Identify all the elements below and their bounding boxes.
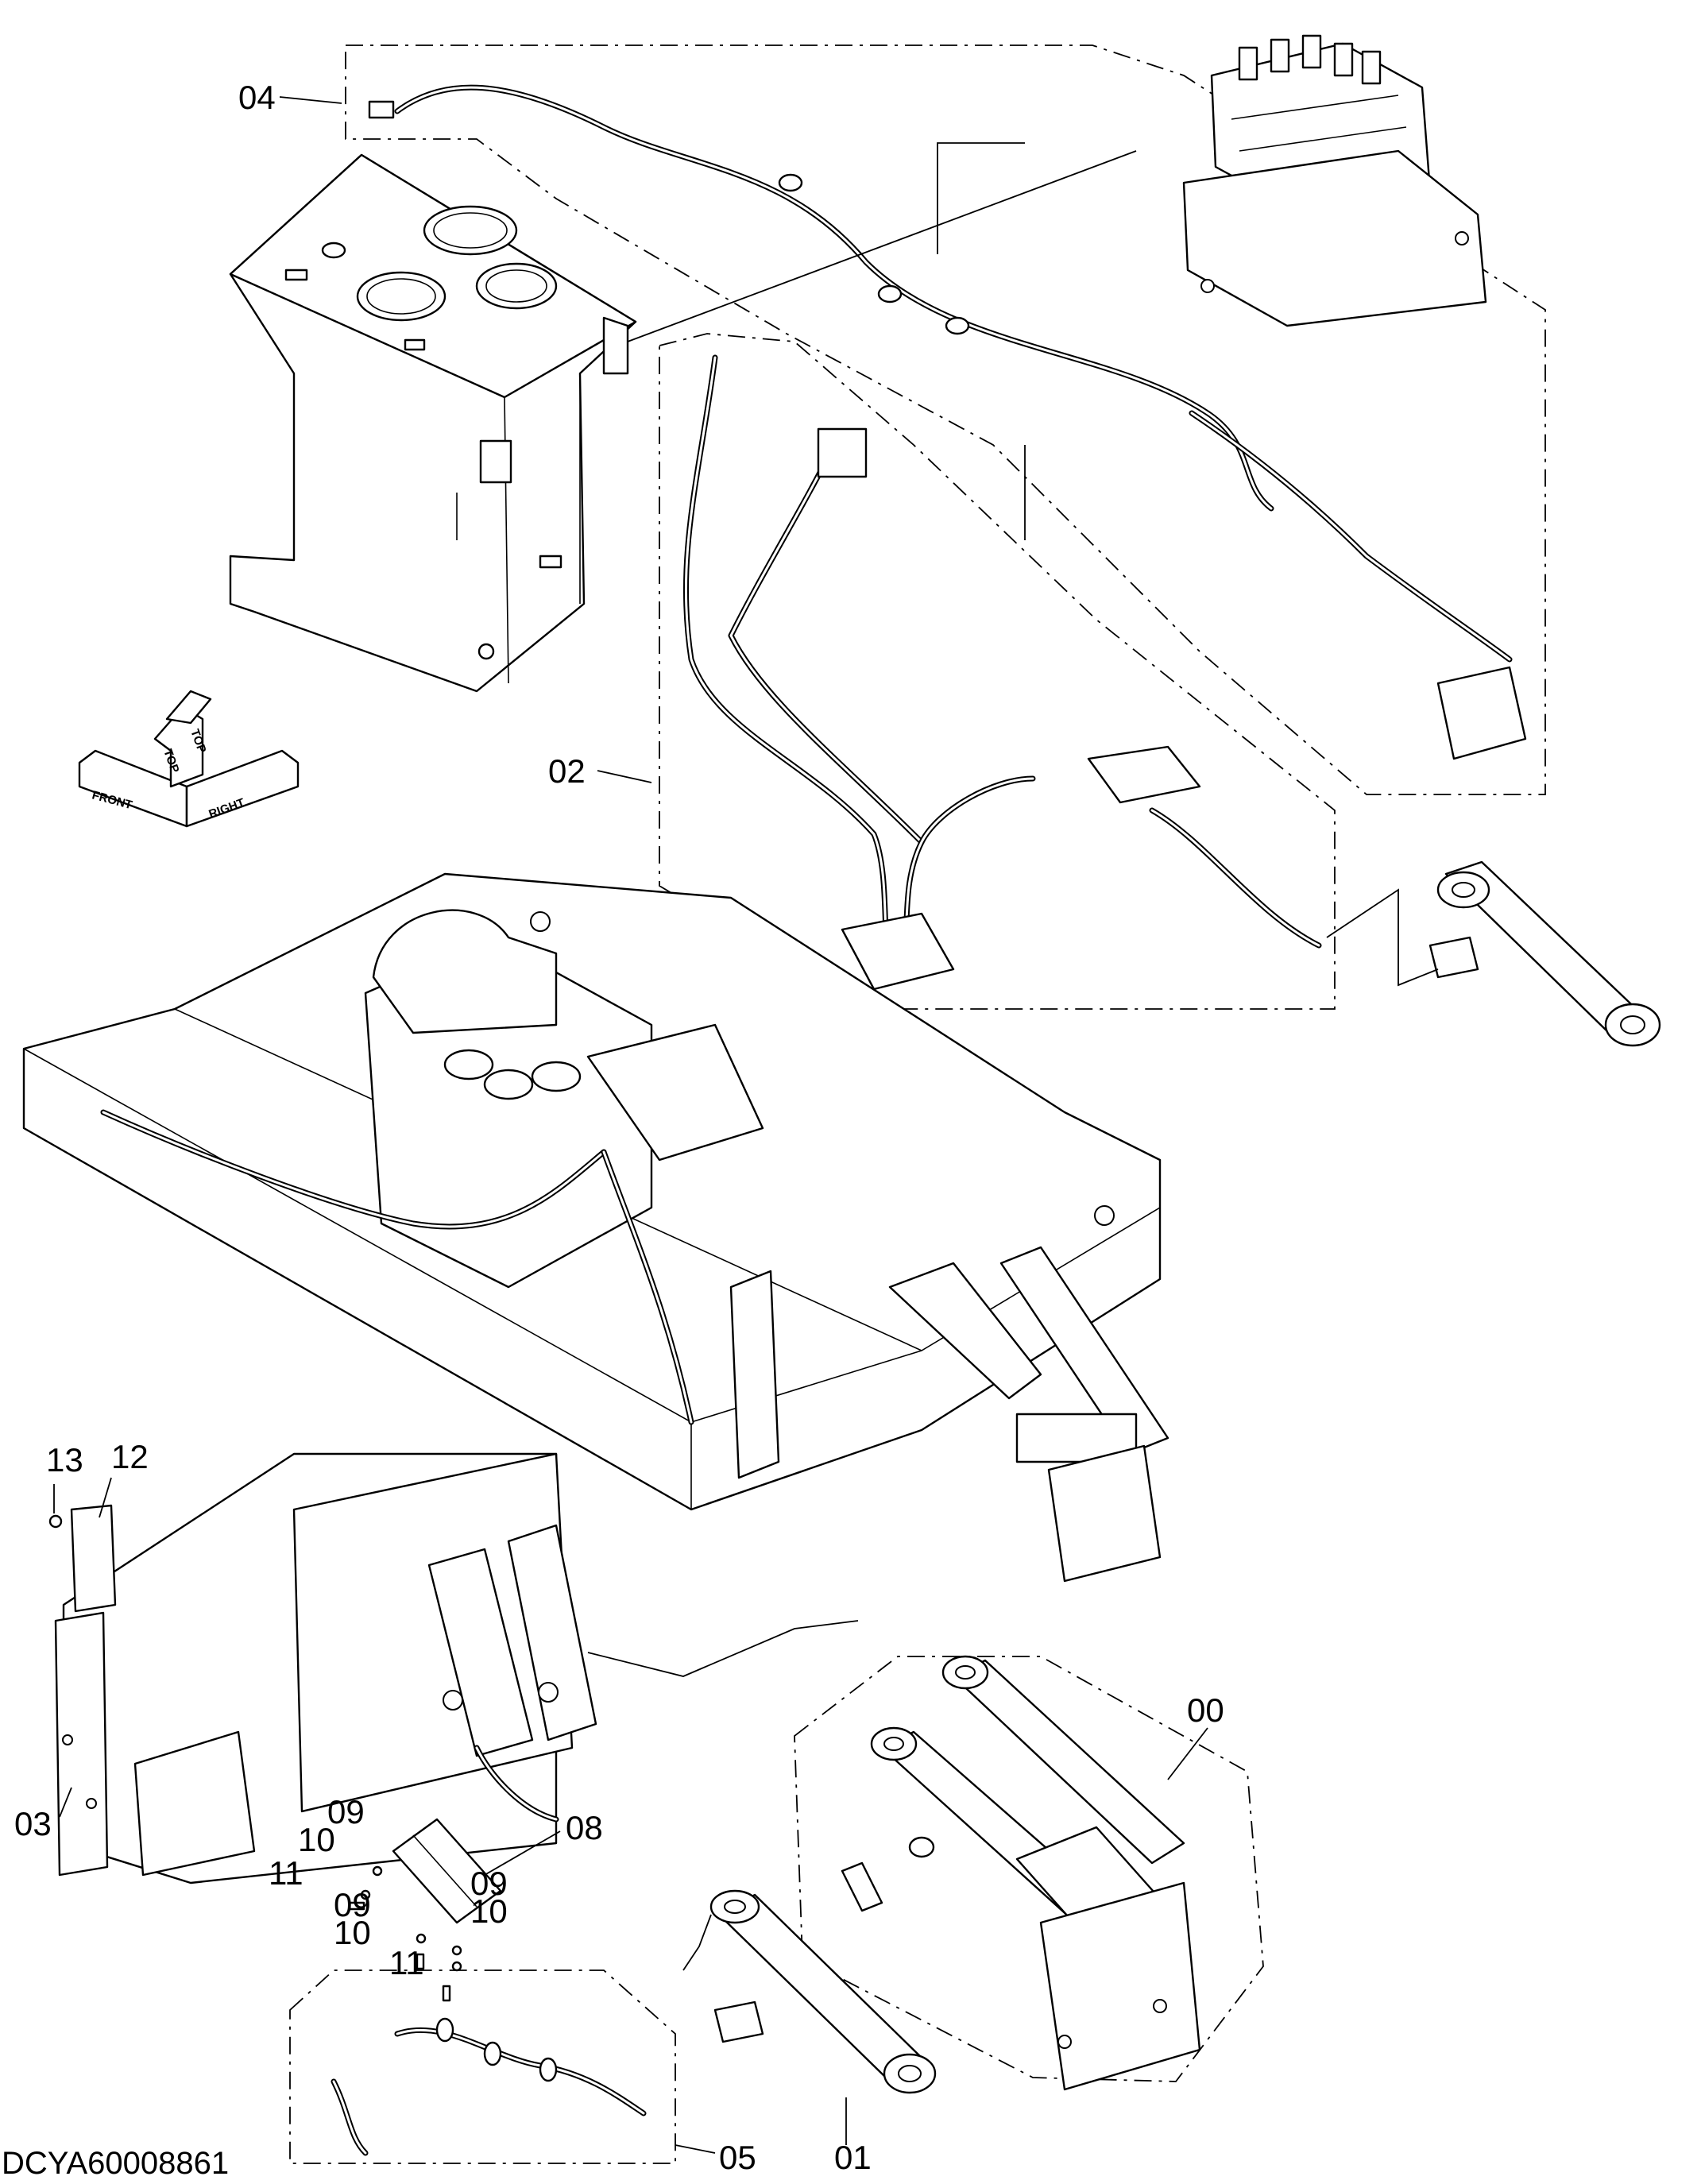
hardware-09-10-11 xyxy=(348,1865,462,2002)
hydraulic-tank xyxy=(229,153,637,693)
callout-08: 08 xyxy=(566,1809,603,1846)
group-boundary-05 xyxy=(289,1969,676,2164)
lower-frame-detail xyxy=(62,1452,597,1884)
hydraulic-cylinder-01 xyxy=(709,1889,937,2094)
callout-10-a: 10 xyxy=(298,1821,335,1858)
reference-lines xyxy=(587,142,1439,1971)
callout-11-a: 11 xyxy=(269,1854,303,1892)
callout-leaders xyxy=(53,96,1208,2154)
group-boundary-00 xyxy=(794,1656,1264,2082)
arm-assembly-00 xyxy=(841,1655,1201,2091)
callout-09-b: 09 xyxy=(334,1886,371,1923)
callout-09-c: 09 xyxy=(470,1865,508,1902)
callout-00: 00 xyxy=(1187,1691,1224,1729)
callout-09-a: 09 xyxy=(327,1793,365,1830)
callout-13: 13 xyxy=(46,1441,83,1479)
cover-plate-12 xyxy=(70,1504,117,1613)
hose-assembly-04 xyxy=(368,84,1274,512)
callout-10-b: 10 xyxy=(334,1914,371,1951)
cover-plate-03 xyxy=(54,1611,109,1877)
direction-indicator: FRONT TOP TOP RIGHT xyxy=(78,690,300,828)
bolt-13 xyxy=(48,1514,63,1529)
callout-01: 01 xyxy=(834,2139,872,2176)
callout-12: 12 xyxy=(111,1438,149,1475)
hose-assembly-05 xyxy=(331,2017,647,2156)
callout-02: 02 xyxy=(548,752,586,790)
callout-05: 05 xyxy=(719,2139,756,2176)
group-boundary-02 xyxy=(659,333,1336,1010)
group-boundary-04 xyxy=(345,44,1546,795)
hydraulic-cylinder-upper xyxy=(1428,860,1661,1047)
document-id: DCYA60008861 xyxy=(2,2146,229,2181)
callout-03: 03 xyxy=(14,1805,52,1842)
control-valve xyxy=(1182,34,1487,327)
callout-10-c: 10 xyxy=(470,1892,508,1930)
callout-04: 04 xyxy=(238,79,276,116)
bracket-08 xyxy=(392,1818,502,1924)
callout-11-b: 11 xyxy=(389,1944,424,1981)
main-frame xyxy=(22,872,1169,1583)
hose-assembly-02 xyxy=(682,354,1527,991)
